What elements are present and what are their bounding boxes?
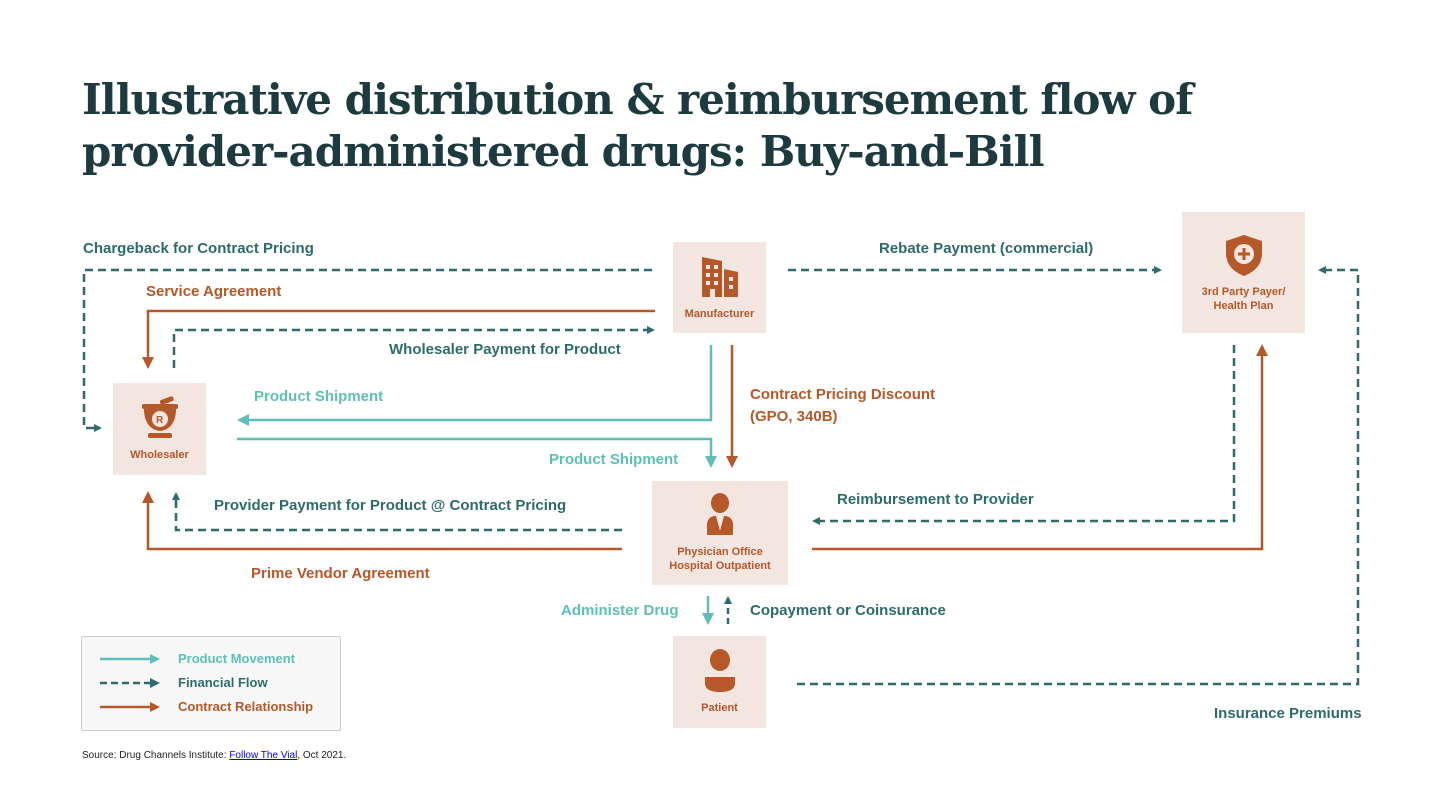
building-icon: [701, 256, 738, 297]
service-agreement-line: [142, 309, 655, 369]
patient-icon: [704, 649, 735, 692]
source-suffix: , Oct 2021.: [297, 750, 347, 761]
service-agreement-label: Service Agreement: [146, 283, 282, 300]
premiums-line: [797, 266, 1360, 686]
source-note: Source: Drug Channels Institute: Follow …: [82, 750, 346, 761]
reimbursement-label: Reimbursement to Provider: [837, 491, 1034, 508]
rebate-label: Rebate Payment (commercial): [879, 240, 1094, 257]
manufacturer-label: Manufacturer: [684, 307, 755, 320]
payer-label-1: 3rd Party Payer/: [1201, 285, 1286, 298]
page-title: Illustrative distribution & reimbursemen…: [82, 75, 1193, 176]
wholesaler-payment-label: Wholesaler Payment for Product: [389, 341, 621, 358]
shipment2-label: Product Shipment: [549, 451, 679, 468]
patient-node: Patient: [673, 636, 766, 728]
source-prefix: Source: Drug Channels Institute:: [82, 750, 230, 761]
legend-product: Product Movement: [100, 651, 295, 666]
payer-contract-line: [812, 344, 1268, 551]
legend-contract-label: Contract Relationship: [178, 699, 314, 714]
provider-node: Physician Office Hospital Outpatient: [652, 481, 788, 585]
chargeback-label: Chargeback for Contract Pricing: [83, 240, 314, 257]
legend-product-label: Product Movement: [178, 651, 296, 666]
premiums-label: Insurance Premiums: [1214, 705, 1362, 722]
patient-label: Patient: [701, 702, 738, 714]
contract-discount-label: Contract Pricing Discount: [750, 386, 936, 403]
chargeback-line: [82, 268, 652, 432]
legend-contract: Contract Relationship: [100, 699, 313, 714]
payer-node: 3rd Party Payer/ Health Plan: [1182, 212, 1305, 333]
contract-discount-sub: (GPO, 340B): [750, 408, 838, 425]
administer-label: Administer Drug: [561, 602, 679, 619]
physician-icon: [707, 493, 733, 535]
provider-payment-label: Provider Payment for Product @ Contract …: [214, 497, 567, 514]
prime-vendor-line: [142, 491, 622, 551]
legend: Product Movement Financial Flow Contract…: [81, 636, 341, 731]
legend-financial: Financial Flow: [100, 675, 268, 690]
wholesaler-node: R Wholesaler: [113, 383, 206, 475]
copay-label: Copayment or Coinsurance: [750, 602, 946, 619]
legend-financial-label: Financial Flow: [178, 675, 268, 690]
prime-vendor-label: Prime Vendor Agreement: [251, 565, 430, 582]
shipment1-label: Product Shipment: [254, 388, 384, 405]
shipment-to-wholesaler-line: [237, 345, 713, 426]
mortar-pestle-rx-icon: R: [141, 396, 178, 438]
payer-label-2: Health Plan: [1213, 299, 1274, 312]
source-link[interactable]: Follow The Vial: [229, 750, 298, 761]
wholesaler-payment-line: [172, 326, 655, 368]
provider-label-1: Physician Office: [677, 546, 763, 558]
provider-label-2: Hospital Outpatient: [669, 560, 771, 572]
wholesaler-label: Wholesaler: [130, 449, 189, 461]
svg-text:R: R: [156, 415, 164, 426]
shipment-to-provider-line: [237, 437, 717, 468]
reimbursement-line: [812, 345, 1236, 525]
provider-payment-line: [172, 492, 622, 532]
shield-plus-icon: [1225, 234, 1262, 276]
manufacturer-node: Manufacturer: [673, 242, 766, 333]
